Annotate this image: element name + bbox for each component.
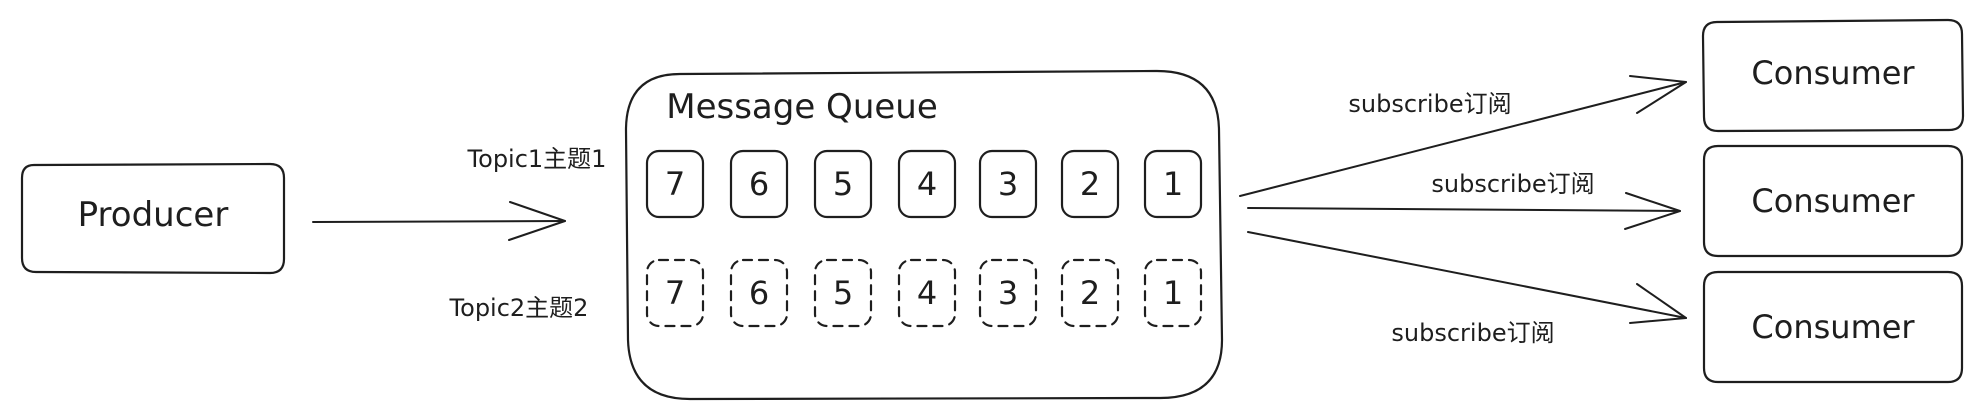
topic2-message-box bbox=[978, 258, 1038, 328]
producer-label: Producer bbox=[78, 195, 229, 235]
topic1-message-7: 1 bbox=[1143, 149, 1203, 219]
subscribe-label-1: subscribe订阅 bbox=[1348, 90, 1511, 118]
topic1-message-box bbox=[1060, 149, 1120, 219]
topic1-message-5: 3 bbox=[978, 149, 1038, 219]
consumer-node-1: Consumer bbox=[1701, 18, 1965, 133]
topic2-message-2: 6 bbox=[729, 258, 789, 328]
topic1-message-number: 5 bbox=[833, 165, 853, 203]
topic2-message-number: 2 bbox=[1080, 274, 1100, 312]
topic1-message-number: 2 bbox=[1080, 165, 1100, 203]
topic1-message-4: 4 bbox=[897, 149, 957, 219]
topic1-message-2: 6 bbox=[729, 149, 789, 219]
consumer-node-2: Consumer bbox=[1702, 144, 1964, 258]
topic2-message-number: 5 bbox=[833, 274, 853, 312]
topic2-message-number: 3 bbox=[998, 274, 1018, 312]
topic1-message-box bbox=[1143, 149, 1203, 219]
consumer-label-2: Consumer bbox=[1751, 182, 1915, 220]
topic1-message-6: 2 bbox=[1060, 149, 1120, 219]
topic2-message-number: 7 bbox=[665, 274, 685, 312]
topic2-label: Topic2主题2 bbox=[449, 294, 589, 322]
topic1-message-box bbox=[813, 149, 873, 219]
topic2-message-6: 2 bbox=[1060, 258, 1120, 328]
topic2-message-number: 6 bbox=[749, 274, 769, 312]
topic1-message-box bbox=[645, 149, 705, 219]
message-queue-node: Message Queue bbox=[624, 69, 1224, 401]
topic2-message-1: 7 bbox=[645, 258, 705, 328]
topic1-message-box bbox=[897, 149, 957, 219]
topic1-message-3: 5 bbox=[813, 149, 873, 219]
subscribe-arrow-3 bbox=[1247, 231, 1687, 324]
subscribe-arrow-2 bbox=[1247, 192, 1681, 230]
topic2-message-number: 1 bbox=[1163, 274, 1183, 312]
consumer-node-3: Consumer bbox=[1702, 270, 1964, 384]
subscribe-label-3: subscribe订阅 bbox=[1391, 319, 1554, 347]
subscribe-label-2: subscribe订阅 bbox=[1431, 170, 1594, 198]
topic2-message-number: 4 bbox=[917, 274, 937, 312]
topic2-message-box bbox=[729, 258, 789, 328]
producer-to-queue-arrow bbox=[312, 201, 566, 241]
topic1-message-box bbox=[729, 149, 789, 219]
topic2-message-7: 1 bbox=[1143, 258, 1203, 328]
topic1-message-number: 6 bbox=[749, 165, 769, 203]
queue-title: Message Queue bbox=[666, 87, 938, 127]
producer-node: Producer bbox=[20, 162, 286, 275]
topic2-message-5: 3 bbox=[978, 258, 1038, 328]
topic2-message-row: 7 6 5 4 3 2 1 bbox=[645, 258, 1203, 328]
topic1-message-number: 7 bbox=[665, 165, 685, 203]
topic2-message-box bbox=[1060, 258, 1120, 328]
topic2-message-4: 4 bbox=[897, 258, 957, 328]
topic1-message-number: 3 bbox=[998, 165, 1018, 203]
topic2-message-box bbox=[897, 258, 957, 328]
topic1-message-1: 7 bbox=[645, 149, 705, 219]
topic2-message-box bbox=[1143, 258, 1203, 328]
topic2-message-3: 5 bbox=[813, 258, 873, 328]
topic1-message-number: 4 bbox=[917, 165, 937, 203]
topic1-message-row: 7 6 5 4 3 2 1 bbox=[645, 149, 1203, 219]
topic1-label: Topic1主题1 bbox=[467, 145, 607, 173]
consumer-label-1: Consumer bbox=[1751, 54, 1915, 92]
consumer-label-3: Consumer bbox=[1751, 308, 1915, 346]
topic2-message-box bbox=[813, 258, 873, 328]
subscribe-arrow-1 bbox=[1239, 75, 1687, 197]
topic2-message-box bbox=[645, 258, 705, 328]
topic1-message-box bbox=[978, 149, 1038, 219]
topic1-message-number: 1 bbox=[1163, 165, 1183, 203]
